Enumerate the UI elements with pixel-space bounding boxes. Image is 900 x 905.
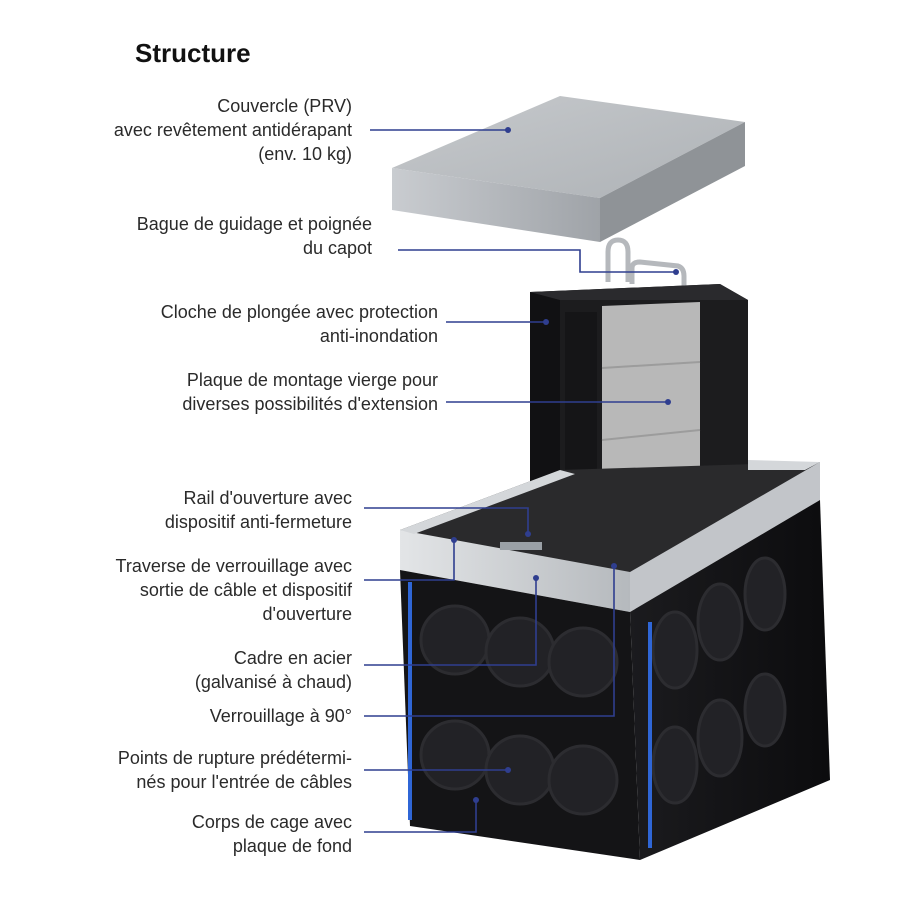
label-line: diverses possibilités d'extension [182, 394, 438, 414]
lid [392, 96, 745, 242]
label-breakout-points: Points de rupture prédétermi- nés pour l… [118, 746, 352, 794]
label-line: Cadre en acier [233, 648, 352, 668]
label-line: (env. 10 kg) [258, 144, 352, 164]
label-locking-crossbar: Traverse de verrouillage avec sortie de … [116, 554, 352, 626]
label-line: (galvanisé à chaud) [194, 672, 352, 692]
label-90-lock: Verrouillage à 90° [210, 704, 352, 728]
label-line: nés pour l'entrée de câbles [136, 772, 352, 792]
label-opening-rail: Rail d'ouverture avec dispositif anti-fe… [165, 486, 352, 534]
diagram-title: Structure [135, 38, 251, 68]
label-line: Verrouillage à 90° [209, 706, 352, 726]
label-guide-ring: Bague de guidage et poignée du capot [137, 212, 372, 260]
label-diving-bell: Cloche de plongée avec protection anti-i… [161, 300, 438, 348]
label-line: Traverse de verrouillage avec [115, 556, 352, 576]
steel-frame [400, 460, 820, 612]
label-line: dispositif anti-fermeture [164, 512, 352, 532]
guide-ring-handle [605, 237, 687, 290]
label-line: d'ouverture [262, 604, 353, 624]
label-line: avec revêtement antidérapant [113, 120, 352, 140]
label-line: sortie de câble et dispositif [139, 580, 352, 600]
label-cage-body: Corps de cage avec plaque de fond [192, 810, 352, 858]
label-line: Points de rupture prédétermi- [117, 748, 352, 768]
label-line: du capot [302, 238, 372, 258]
label-steel-frame: Cadre en acier (galvanisé à chaud) [195, 646, 352, 694]
label-line: Rail d'ouverture avec [183, 488, 352, 508]
mounting-plate [601, 302, 701, 500]
label-line: Cloche de plongée avec protection [160, 302, 438, 322]
label-mounting-plate: Plaque de montage vierge pour diverses p… [182, 368, 438, 416]
label-lid: Couvercle (PRV) avec revêtement antidéra… [114, 94, 352, 166]
label-line: Plaque de montage vierge pour [186, 370, 438, 390]
leader-lines [364, 129, 676, 833]
leader-dots [451, 127, 679, 803]
label-line: Corps de cage avec [191, 812, 352, 832]
label-line: anti-inondation [319, 326, 438, 346]
label-line: Couvercle (PRV) [217, 96, 352, 116]
label-line: plaque de fond [232, 836, 352, 856]
label-line: Bague de guidage et poignée [136, 214, 372, 234]
cage-body [400, 500, 830, 860]
